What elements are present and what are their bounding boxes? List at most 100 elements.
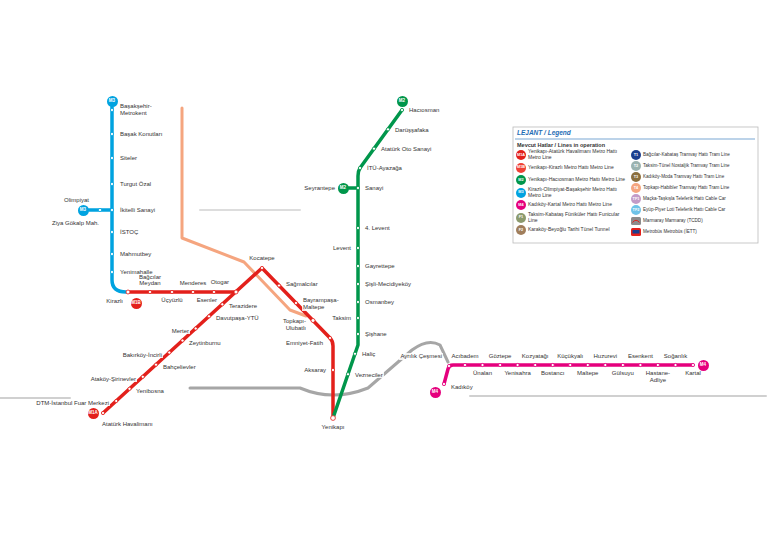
legend-text: Kadıköy-Kartal Metro Hattı Metro Line: [528, 202, 626, 208]
station-dot: [621, 363, 624, 366]
station-label: Taksim: [331, 315, 352, 322]
m4-line: [444, 365, 693, 384]
station-dot: [194, 327, 197, 330]
station-dot: [260, 266, 263, 269]
station-label: Atatürk Oto Sanayi: [380, 146, 432, 153]
station-label: Bahçelievler: [162, 364, 197, 371]
station-label: Huzurevi: [592, 353, 618, 360]
legend-entry: Kadıköy-Kartal Metro Hattı Metro Line: [516, 200, 626, 210]
station-dot: [128, 387, 131, 390]
station-label: Kirazlı: [105, 298, 124, 305]
line-code: M1B: [517, 165, 525, 169]
marmaray-icon: [631, 217, 641, 225]
station-dot: [168, 351, 171, 354]
station-label: Ziya Gökalp Mah.: [51, 220, 100, 227]
station-label: Gayrettepe: [364, 263, 396, 270]
metrobus-icon: [631, 228, 641, 236]
line-code: M1A: [517, 153, 525, 157]
legend-icon-space: [631, 227, 641, 237]
station-label: Vezneciler: [354, 372, 384, 379]
station-label: Terazidere: [228, 303, 258, 310]
line-code: M3: [518, 190, 523, 194]
station-label: Emniyet-Fatih: [285, 340, 324, 347]
m3-branch: [89, 208, 112, 212]
station-label: İTÜ-Ayazağa: [366, 165, 403, 172]
station-dot: [604, 363, 607, 366]
line-badge: M1A: [88, 408, 99, 419]
station-dot: [674, 363, 677, 366]
line-code: TF2: [633, 208, 640, 212]
station-label: Esenkent: [627, 353, 654, 360]
legend-entry: Yenikapı-Kirazlı Metro Hattı Metro Line: [516, 163, 626, 173]
station-label: Ünalan: [472, 370, 493, 377]
station-dot: [98, 208, 101, 211]
station-label: Haliç: [361, 351, 376, 358]
station-dot: [328, 336, 331, 339]
station-label: Hastane-Adliye: [640, 370, 676, 383]
station-dot: [463, 363, 466, 366]
station-dot: [353, 352, 356, 355]
legend-entry: Marmaray Marmaray (TCDD): [631, 216, 753, 226]
station-dot: [110, 182, 113, 185]
station-dot: [346, 373, 349, 376]
suburban-line: [0, 397, 70, 399]
legend-text: Taksim-Tünel Nostaljik Tramvay Tram Line: [643, 163, 753, 168]
station-label: Topkapı-Ulubatlı: [271, 318, 307, 331]
station-label: Levent: [332, 245, 352, 252]
line-badge: M4: [698, 360, 709, 371]
legend-text: Maçka-Taşkışla Teleferik Hattı Cable Car: [643, 196, 753, 201]
station-dot: [331, 416, 336, 421]
station-dot: [212, 290, 215, 293]
station-label: Aksaray: [303, 367, 327, 374]
station-label: Turgut Özal: [119, 181, 152, 188]
station-dot: [358, 166, 361, 169]
station-dot: [110, 230, 113, 233]
marmaray-line: [190, 342, 448, 395]
station-label: Göztepe: [488, 353, 513, 360]
station-label: Gülsuyu: [611, 370, 635, 377]
station-dot: [386, 128, 389, 131]
station-dot: [294, 301, 297, 304]
station-dot: [110, 252, 113, 255]
legend-text: Yenikapı-Kirazlı Metro Hattı Metro Line: [528, 165, 626, 171]
station-dot: [110, 208, 113, 211]
station-label: Seyrantepe: [303, 185, 336, 192]
station-label: Sanayi: [364, 185, 384, 192]
station-label: Merter: [171, 328, 190, 335]
station-dot: [639, 363, 642, 366]
line-badge: M3: [107, 96, 118, 107]
station-label: Darüşşafaka: [394, 127, 430, 134]
line-code: T2: [634, 164, 638, 168]
station-dot: [110, 156, 113, 159]
legend-entry: Metrobüs Metrobüs (İETT): [631, 227, 753, 237]
station-dot: [311, 319, 315, 323]
station-dot: [400, 108, 403, 111]
tram-line: [200, 209, 300, 211]
legend-text: Marmaray Marmaray (TCDD): [643, 218, 753, 223]
metrobus-icon: [631, 228, 641, 236]
station-label: Bakırköy-İncirli: [122, 352, 163, 359]
line-code: T1: [634, 153, 638, 157]
station-dot: [372, 147, 375, 150]
line-code: M2: [518, 178, 523, 182]
line-badge: M3: [78, 205, 89, 216]
station-label: Zeytinburnu: [188, 340, 222, 347]
legend-text: Taksim-Kabataş Füniküler Hattı Funicular…: [528, 212, 626, 224]
station-label: Siteler: [119, 155, 138, 162]
legend-rule: [515, 139, 755, 140]
legend-text: Yenikapı-Atatürk Havalimanı Metro Hattı …: [528, 149, 626, 161]
line-code: F1: [519, 215, 523, 219]
legend-entry: Topkapı-Habibler Tramvay Hattı Tram Line: [631, 183, 753, 193]
station-label: Menderes: [179, 280, 208, 287]
suburban-line: [470, 395, 766, 397]
line-badge: M4: [430, 387, 441, 398]
legend-subheading: Mevcut Hatlar / Lines in operation: [517, 142, 605, 148]
legend-icon-space: [631, 216, 641, 226]
station-label: 4. Levent: [364, 225, 391, 232]
station-dot: [447, 364, 450, 367]
station-label: Ataköy-Şirinevler: [90, 376, 137, 383]
station-dot: [551, 363, 554, 366]
line-code: T3: [634, 175, 638, 179]
station-dot: [516, 363, 519, 366]
legend-entry: Eyüp-Piyer Loti Teleferik Hattı Cable Ca…: [631, 205, 753, 215]
